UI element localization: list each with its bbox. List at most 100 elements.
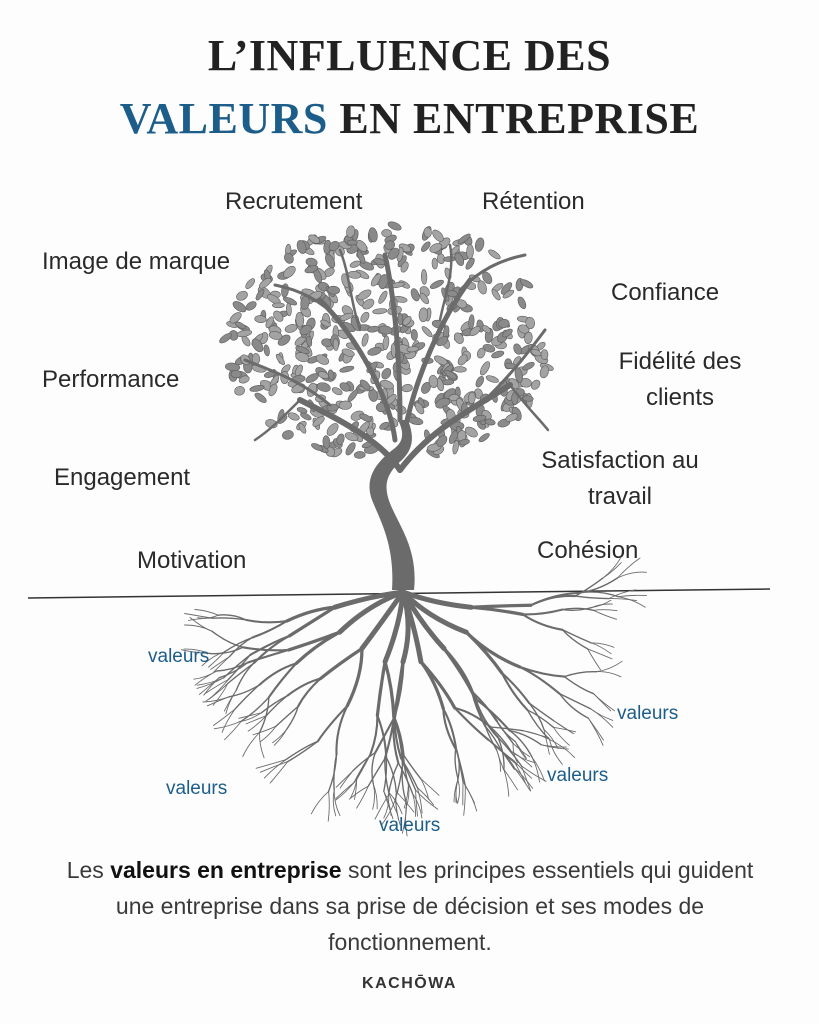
leaf [230,369,242,379]
leaf [381,368,392,380]
root [602,557,621,579]
leaf [524,331,533,345]
root [543,728,559,749]
leaf [491,289,501,301]
leaf [322,435,331,449]
leaf [436,435,448,447]
root [596,660,623,673]
root [442,707,458,752]
leaf [457,354,468,366]
root [553,726,577,733]
leaf [360,311,370,323]
leaf [539,365,550,379]
root [442,707,457,749]
leaf [338,400,352,410]
leaf [295,345,310,354]
root [591,599,612,609]
leaf [378,290,388,304]
root [238,712,262,723]
leaf [498,319,510,329]
leaf [359,413,372,422]
root [608,598,638,602]
root [310,790,330,815]
root [275,705,299,727]
root [419,660,457,710]
leaf [245,301,257,311]
root [500,671,531,705]
root [287,605,337,638]
leaf [378,274,389,290]
root [531,757,540,783]
leaf [273,310,284,322]
root [227,654,251,681]
root [267,662,298,699]
title-line-2-rest: EN ENTREPRISE [327,94,700,143]
leaf [311,443,324,451]
root [387,762,399,796]
leaf [429,279,444,289]
root [183,648,210,654]
leaf [272,302,285,309]
root [211,630,244,648]
description-after: sont les principes essentiels qui guiden… [115,857,754,955]
root [286,677,322,697]
leaf [429,243,443,253]
root [335,781,355,801]
root [563,675,595,695]
root [405,783,410,809]
benefit-retention: Rétention [482,188,585,215]
leaf [485,375,499,383]
leaf [283,265,296,279]
root [294,630,342,666]
leaf [345,442,356,456]
root [415,789,418,817]
root [497,736,505,771]
leaf [419,292,430,305]
leaf [339,382,351,392]
root [245,715,267,725]
root [616,557,641,579]
root [464,630,522,669]
root [228,684,261,698]
root [590,708,614,721]
root [369,714,379,755]
leaf [236,290,248,301]
root [469,603,533,609]
root [356,785,369,809]
leaf [298,422,307,434]
root [184,624,213,632]
leaf [245,278,256,289]
root [574,595,610,600]
leaf [406,346,420,353]
root [587,717,604,741]
root [194,670,217,686]
leaf [488,249,501,260]
leaf [453,366,467,373]
root [521,608,564,616]
root [464,785,478,812]
root [242,646,290,652]
root [211,617,248,621]
leaf [295,312,305,328]
leaf [336,433,345,446]
leaf [431,257,438,270]
root [593,693,615,712]
leaf [268,383,278,397]
leaf [304,265,319,274]
root [520,765,532,792]
root [561,629,589,650]
root [559,693,590,719]
leaf [491,350,505,359]
leaf [387,247,400,260]
root [348,785,369,800]
root [518,665,566,678]
root [223,689,237,712]
leaf [481,325,492,334]
root [455,746,460,781]
root [252,725,277,736]
root [540,744,569,750]
root [548,738,563,765]
leaf [381,229,392,238]
root [454,746,459,780]
leaf [339,365,355,373]
